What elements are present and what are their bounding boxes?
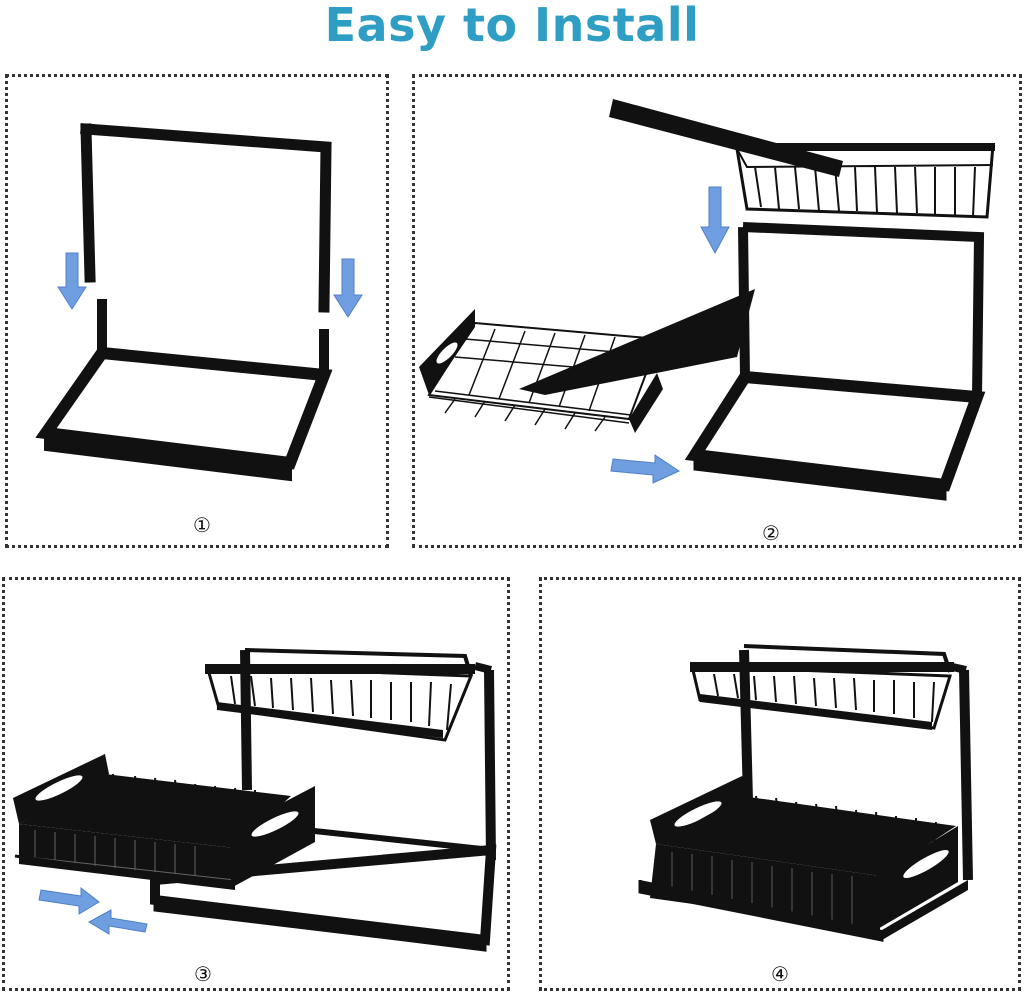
down-arrow-icon xyxy=(700,186,730,255)
step-4-illustration xyxy=(638,644,973,942)
upper-basket xyxy=(735,143,995,219)
lower-basket xyxy=(419,309,663,433)
page-title: Easy to Install xyxy=(324,0,700,52)
step-3-number: ③ xyxy=(194,962,212,986)
upper-basket xyxy=(204,648,475,742)
step-2-panel: ② xyxy=(412,74,1022,548)
right-arrow-icon xyxy=(38,886,100,915)
step-2-number: ② xyxy=(762,521,780,545)
upper-basket xyxy=(690,644,954,730)
step-4-panel: ④ xyxy=(539,577,1021,991)
left-arrow-icon xyxy=(87,909,148,935)
down-arrow-icon xyxy=(57,252,87,310)
step-1-illustration xyxy=(35,123,363,482)
step-3-panel: ③ xyxy=(2,577,510,991)
step-1-number: ① xyxy=(193,513,211,537)
lower-drawer xyxy=(638,776,968,942)
step-2-illustration xyxy=(419,99,995,501)
right-arrow-icon xyxy=(610,454,681,484)
rack-frame xyxy=(684,222,986,501)
lower-drawer xyxy=(13,754,315,890)
step-4-number: ④ xyxy=(771,962,789,986)
down-arrow-icon xyxy=(333,258,363,318)
step-1-panel: ① xyxy=(5,74,389,548)
step-3-illustration xyxy=(13,648,497,952)
